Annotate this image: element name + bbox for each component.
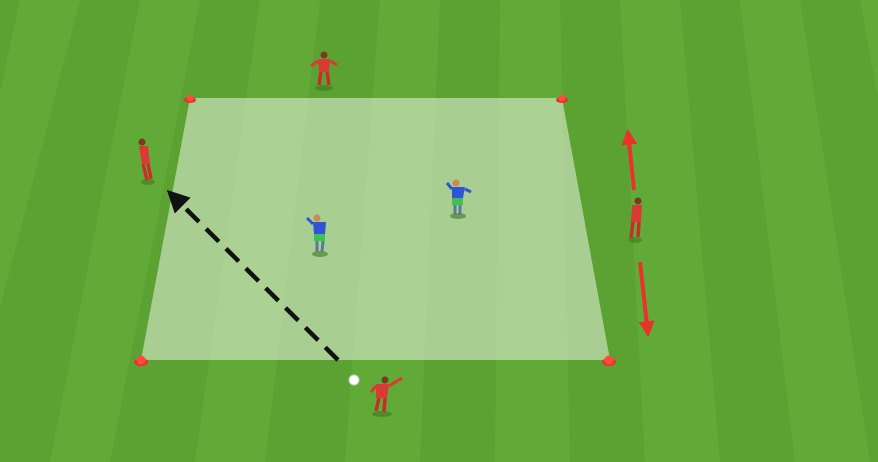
drill-area [141,98,610,360]
move-down-arrow [638,261,655,338]
defender-1 [305,214,328,257]
cone-top-right [556,94,568,103]
movement-arrows [621,128,655,338]
move-up-arrow [621,128,638,191]
attacker-top [310,51,338,91]
defender-2 [445,179,472,219]
cone-bottom-right [602,355,616,366]
cone-bottom-left [134,355,148,366]
cones [134,94,616,366]
attacker-right [628,197,642,243]
pass-arrow [166,189,340,362]
cone-top-left [184,94,196,103]
attacker-bottom [369,376,403,417]
ball [348,374,360,386]
attacker-left [138,138,155,185]
